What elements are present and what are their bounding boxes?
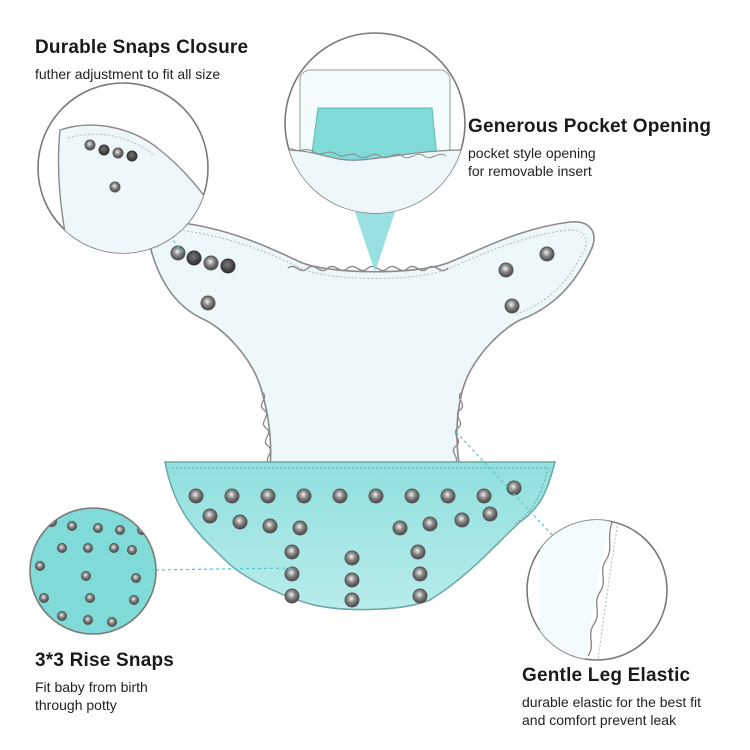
rise-snap bbox=[410, 544, 426, 560]
rise-snaps-desc-line-1: Fit baby from birth bbox=[35, 679, 148, 695]
rise-snap-detail bbox=[39, 593, 49, 603]
snaps-closure-detail bbox=[37, 82, 209, 254]
wing-snaps-right bbox=[498, 246, 555, 314]
rise-snap bbox=[368, 488, 384, 504]
snaps-closure-desc: futher adjustment to fit all size bbox=[35, 66, 221, 82]
rise-snap-detail bbox=[131, 573, 141, 583]
rise-snap-detail bbox=[127, 545, 137, 555]
rise-snap-detail bbox=[83, 615, 93, 625]
rise-snaps-desc: Fit baby from birth through potty bbox=[35, 678, 174, 714]
rise-snap bbox=[440, 488, 456, 504]
leg-elastic-detail bbox=[526, 519, 668, 661]
leg-elastic-desc: durable elastic for the best fit and com… bbox=[522, 693, 701, 729]
rise-snap-detail bbox=[107, 617, 117, 627]
rise-snap-detail bbox=[85, 593, 95, 603]
wing-snaps-left bbox=[170, 245, 236, 311]
rise-snap bbox=[260, 488, 276, 504]
rise-snap bbox=[392, 520, 408, 536]
rise-snap-detail bbox=[81, 571, 91, 581]
rise-snap-detail bbox=[67, 521, 77, 531]
rise-snaps-detail bbox=[29, 507, 157, 635]
rise-snap bbox=[344, 592, 360, 608]
rise-snap bbox=[404, 488, 420, 504]
rise-snap-detail bbox=[129, 595, 139, 605]
rise-snap bbox=[344, 550, 360, 566]
rise-snap-detail bbox=[57, 543, 67, 553]
rise-snaps-desc-line-2: through potty bbox=[35, 697, 117, 713]
rise-snap-detail bbox=[35, 561, 45, 571]
leg-elastic-callout: Gentle Leg Elastic durable elastic for t… bbox=[522, 665, 701, 729]
rise-snap bbox=[292, 520, 308, 536]
rise-snap-detail bbox=[109, 543, 119, 553]
rise-snap-detail bbox=[115, 525, 125, 535]
rise-snap bbox=[188, 488, 204, 504]
rise-snap bbox=[284, 566, 300, 582]
rise-snap bbox=[284, 544, 300, 560]
rise-snap bbox=[422, 516, 438, 532]
diaper-shell bbox=[145, 221, 595, 471]
rise-snap bbox=[224, 488, 240, 504]
rise-snaps-title: 3*3 Rise Snaps bbox=[35, 650, 175, 671]
rise-snap bbox=[262, 518, 278, 534]
rise-snap-detail bbox=[57, 611, 67, 621]
snaps-closure-callout: Durable Snaps Closure futher adjustment … bbox=[35, 37, 248, 83]
rise-snap bbox=[284, 588, 300, 604]
rise-snap bbox=[296, 488, 312, 504]
rise-snap bbox=[332, 488, 348, 504]
rise-snap bbox=[232, 514, 248, 530]
pocket-opening-callout: Generous Pocket Opening pocket style ope… bbox=[468, 116, 711, 180]
rise-snap-detail bbox=[83, 543, 93, 553]
rise-snap bbox=[202, 508, 218, 524]
pocket-opening-desc-line-1: pocket style opening bbox=[468, 145, 596, 161]
front-rise-panel bbox=[164, 461, 556, 611]
rise-snap bbox=[476, 488, 492, 504]
rise-snap bbox=[412, 588, 428, 604]
leg-leader-line bbox=[455, 431, 556, 539]
pocket-opening-desc-line-2: for removable insert bbox=[468, 163, 592, 179]
pocket-opening-title: Generous Pocket Opening bbox=[468, 116, 712, 137]
rise-snap bbox=[344, 572, 360, 588]
rise-snap bbox=[482, 506, 498, 522]
leg-elastic-desc-line-2: and comfort prevent leak bbox=[522, 712, 677, 728]
pocket-opening-desc: pocket style opening for removable inser… bbox=[468, 144, 711, 180]
rise-snap bbox=[506, 480, 522, 496]
pocket-pointer bbox=[355, 212, 395, 272]
rise-snaps-callout: 3*3 Rise Snaps Fit baby from birth throu… bbox=[35, 650, 174, 714]
leg-elastic-title: Gentle Leg Elastic bbox=[522, 665, 691, 686]
rise-snap-detail bbox=[93, 523, 103, 533]
pocket-opening-detail bbox=[284, 32, 466, 214]
rise-snap bbox=[412, 566, 428, 582]
snaps-closure-title: Durable Snaps Closure bbox=[35, 37, 249, 58]
rise-snap bbox=[454, 512, 470, 528]
leg-elastic-desc-line-1: durable elastic for the best fit bbox=[522, 694, 701, 710]
